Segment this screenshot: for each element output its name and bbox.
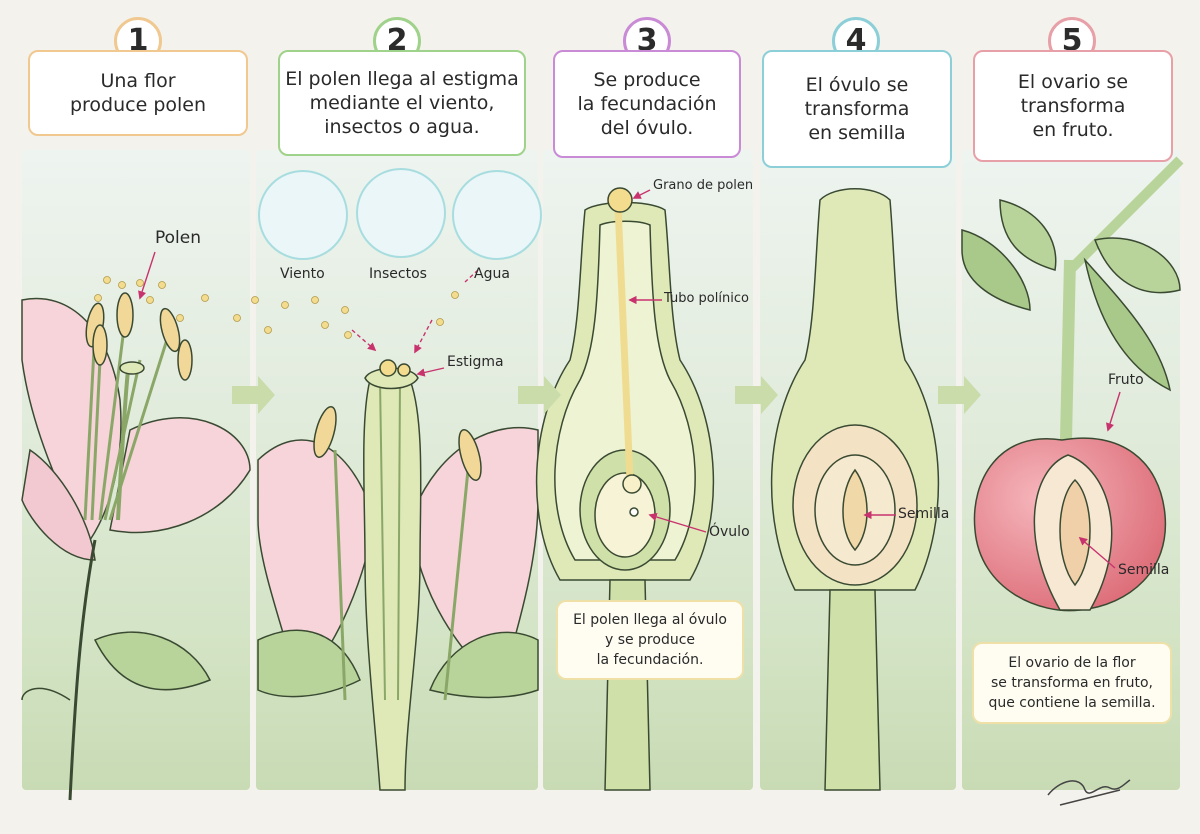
label-pointers	[138, 189, 1121, 569]
label-viento: Viento	[280, 266, 325, 282]
step-5-note: El ovario de la flor se transforma en fr…	[972, 642, 1172, 724]
step-5-title: El ovario se transforma en fruto.	[1017, 71, 1129, 141]
label-grano-de-polen: Grano de polen	[653, 178, 754, 193]
step-3-card: Se produce la fecundación del óvulo.	[553, 50, 741, 158]
label-tubo-polinico: Tubo polínico	[664, 291, 749, 306]
pointer-fruto	[1106, 391, 1121, 432]
arrow-3-4	[735, 376, 778, 414]
seed-formation-drawing	[770, 188, 940, 791]
lily-flower-drawing	[21, 292, 251, 801]
label-fruto: Fruto	[1108, 372, 1144, 388]
artist-signature	[1047, 779, 1131, 806]
step-5-number: 5	[1048, 17, 1096, 65]
step-3-note-text: El polen llega al óvulo y se produce la …	[573, 612, 727, 668]
label-semilla-4: Semilla	[898, 506, 950, 522]
label-agua: Agua	[474, 266, 510, 282]
step-2-title: El polen llega al estigma mediante el vi…	[285, 68, 519, 138]
step-5-card: El ovario se transforma en fruto.	[973, 50, 1173, 162]
step-1-card: Una flor produce polen	[28, 50, 248, 136]
step-3-note: El polen llega al óvulo y se produce la …	[556, 600, 744, 680]
label-polen: Polen	[155, 228, 202, 248]
pollen-grains	[94, 276, 459, 339]
pointer-polen	[138, 251, 156, 300]
pointer-ovulo	[648, 512, 707, 533]
pointer-pollen-to-stigma-1	[351, 329, 377, 352]
arrow-4-5	[938, 376, 981, 414]
step-arrows	[232, 376, 981, 414]
pointer-estigma	[416, 367, 445, 377]
label-ovulo: Óvulo	[709, 524, 750, 540]
label-semilla-5: Semilla	[1118, 562, 1170, 578]
pointer-agua	[464, 269, 479, 283]
label-insectos: Insectos	[369, 266, 427, 282]
step-4-card: El óvulo se transforma en semilla	[762, 50, 952, 168]
pointer-pollen-to-stigma-2	[414, 319, 433, 354]
wind-badge	[258, 170, 348, 260]
stigma-flower-drawing	[257, 359, 539, 791]
arrow-2-3	[518, 376, 561, 414]
step-4-title: El óvulo se transforma en semilla	[804, 74, 910, 144]
fruit-drawing	[961, 156, 1184, 612]
water-badge	[452, 170, 542, 260]
step-1-title: Una flor produce polen	[69, 70, 207, 116]
step-5-note-text: El ovario de la flor se transforma en fr…	[988, 655, 1156, 711]
label-estigma: Estigma	[447, 354, 504, 370]
arrow-1-2	[232, 376, 275, 414]
pistil-fertilization-drawing	[535, 187, 715, 791]
step-2-card: El polen llega al estigma mediante el vi…	[278, 50, 526, 156]
insect-badge	[356, 168, 446, 258]
pointer-grano	[632, 189, 651, 199]
step-3-title: Se produce la fecundación del óvulo.	[577, 69, 717, 139]
pointer-semilla-5	[1078, 536, 1116, 569]
